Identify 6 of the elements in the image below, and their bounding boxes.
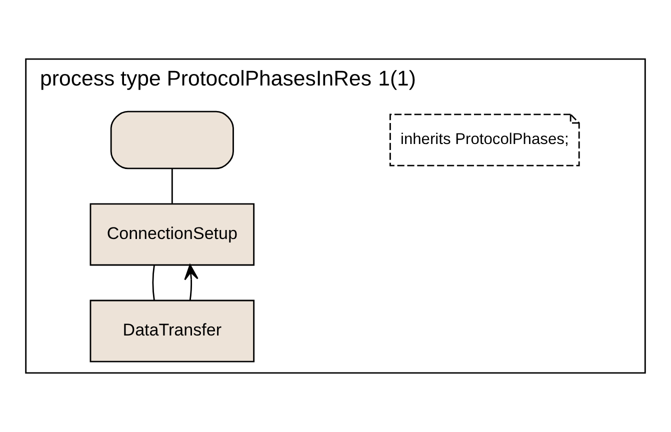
node-box: ConnectionSetup xyxy=(90,203,255,266)
connector xyxy=(152,264,155,300)
arrow xyxy=(184,264,198,300)
node-box: DataTransfer xyxy=(90,300,255,362)
connector xyxy=(171,168,173,204)
node-oval xyxy=(110,110,234,170)
